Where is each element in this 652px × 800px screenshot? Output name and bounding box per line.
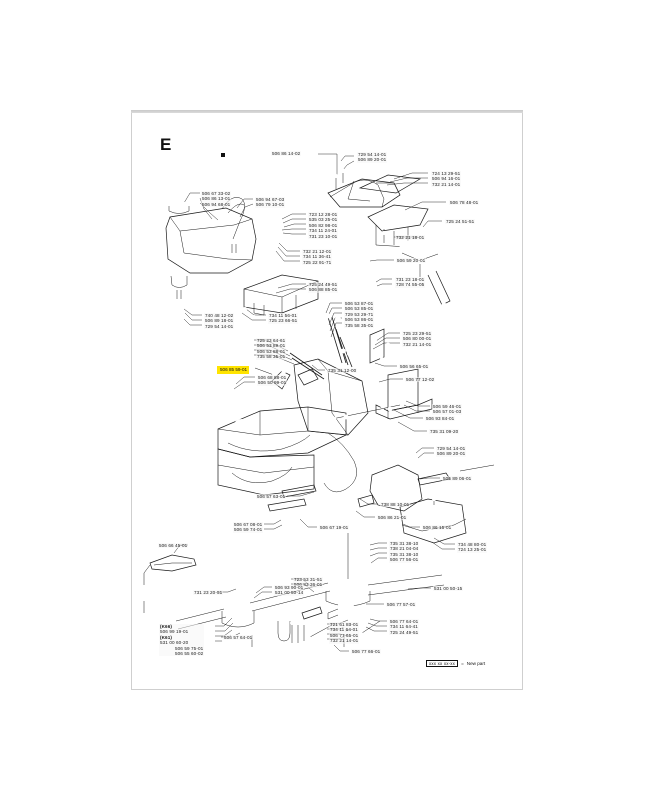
callout-c33: 506 86 15-01 [422, 525, 453, 531]
variant-value-4: 506 55 60-02 [175, 651, 204, 657]
callout-c29: 738 88 10-01 [380, 502, 411, 508]
variant-tag-k61: (K61) [160, 634, 172, 640]
callout-c38: 731 23 20-51 [193, 590, 224, 596]
callout-c24: 506 93 84-01 [425, 416, 456, 422]
legend: xxx xx xx-xx = New part [426, 660, 485, 667]
callout-c28: 506 57 63-01 [256, 494, 287, 500]
callout-c19: 506 56 65-01 [399, 364, 430, 370]
callout-c45: 506 57 64-01 [223, 635, 254, 641]
legend-text: New part [466, 661, 486, 666]
diagram-artwork [141, 113, 522, 689]
callout-c30: 506 86 21-01 [377, 515, 408, 521]
callout-c05: 725 24 51-51 [445, 219, 476, 225]
legend-sample-box: xxx xx xx-xx [426, 660, 459, 667]
callout-c06: 732 21 18-01 [395, 235, 426, 241]
reference-dot [221, 153, 225, 157]
highlighted-part-number[interactable]: 506 85 59-01 [217, 366, 250, 374]
callout-c35: 506 66 45-01 [158, 543, 189, 549]
callout-c01: 506 86 14-02 [271, 151, 302, 157]
variant-callout: (K66) 506 99 19-01 (K61) 531 00 60-20 50… [159, 624, 205, 657]
variant-value-3: 506 59 75-01 [175, 645, 204, 651]
section-letter: E [160, 135, 172, 154]
callout-c22: 735 31 12-00 [327, 368, 358, 374]
page-top-bar [131, 110, 523, 115]
callout-c41: 506 77 57-01 [386, 602, 417, 608]
callout-c27: 506 89 06-01 [442, 476, 473, 482]
variant-value-k61: 531 00 60-20 [160, 640, 189, 646]
legend-equals: = [461, 661, 464, 666]
callout-c32: 506 67 19-01 [319, 525, 350, 531]
callout-c20: 506 77 12-02 [405, 377, 436, 383]
callout-c44: 506 77 66-01 [351, 649, 382, 655]
diagram-sheet: E [132, 113, 522, 689]
callout-c25: 735 31 09-20 [429, 429, 460, 435]
variant-value-k66: 506 99 19-01 [160, 629, 189, 635]
callout-c04: 506 78 48-01 [449, 200, 480, 206]
callout-c40: 531 00 50-15 [433, 586, 464, 592]
callout-c07: 506 59 20-01 [396, 258, 427, 264]
variant-tag-k66: (K66) [160, 624, 172, 629]
parts-diagram-page: E [131, 113, 523, 690]
